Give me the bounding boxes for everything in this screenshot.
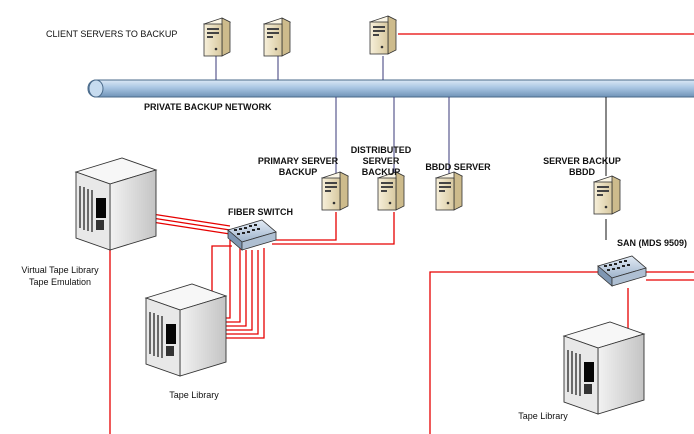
- vtl-label-line1: Virtual Tape Library: [21, 265, 99, 275]
- client-servers-label: CLIENT SERVERS TO BACKUP: [46, 29, 177, 39]
- san-label: SAN (MDS 9509): [617, 238, 687, 248]
- primary-server-label-line1: PRIMARY SERVER: [258, 156, 339, 166]
- distributed-server-label-line3: BACKUP: [362, 167, 401, 177]
- vtl-label-line2: Tape Emulation: [29, 277, 91, 287]
- bbdd-server-label: BBDD SERVER: [425, 162, 491, 172]
- virtual-tape-library-icon[interactable]: [75, 157, 157, 251]
- fiber-switch-icon[interactable]: [227, 219, 277, 251]
- network-links: [215, 56, 607, 240]
- tape-library-1-icon[interactable]: [145, 283, 227, 377]
- tape-library-1-label: Tape Library: [169, 390, 219, 400]
- server-backup-bbdd-icon[interactable]: [593, 175, 621, 215]
- bbdd-server-icon[interactable]: [435, 171, 463, 211]
- distributed-server-label-line2: SERVER: [363, 156, 400, 166]
- client-server-1-icon[interactable]: [203, 17, 231, 57]
- primary-server-label-line2: BACKUP: [279, 167, 318, 177]
- server-backup-bbdd-label-line2: BBDD: [569, 167, 595, 177]
- distributed-server-backup-icon[interactable]: [377, 171, 405, 211]
- primary-server-backup-icon[interactable]: [321, 171, 349, 211]
- private-network-label: PRIVATE BACKUP NETWORK: [144, 102, 272, 112]
- tape-library-2-icon[interactable]: [563, 321, 645, 415]
- fiber-links: [109, 33, 694, 434]
- client-server-3-icon[interactable]: [369, 15, 397, 55]
- distributed-server-label-line1: DISTRIBUTED: [351, 145, 412, 155]
- server-backup-bbdd-label-line1: SERVER BACKUP: [543, 156, 621, 166]
- private-backup-network-bus: [87, 79, 694, 98]
- client-server-2-icon[interactable]: [263, 17, 291, 57]
- san-switch-icon[interactable]: [597, 255, 647, 287]
- fiber-switch-label: FIBER SWITCH: [228, 207, 293, 217]
- tape-library-2-label: Tape Library: [518, 411, 568, 421]
